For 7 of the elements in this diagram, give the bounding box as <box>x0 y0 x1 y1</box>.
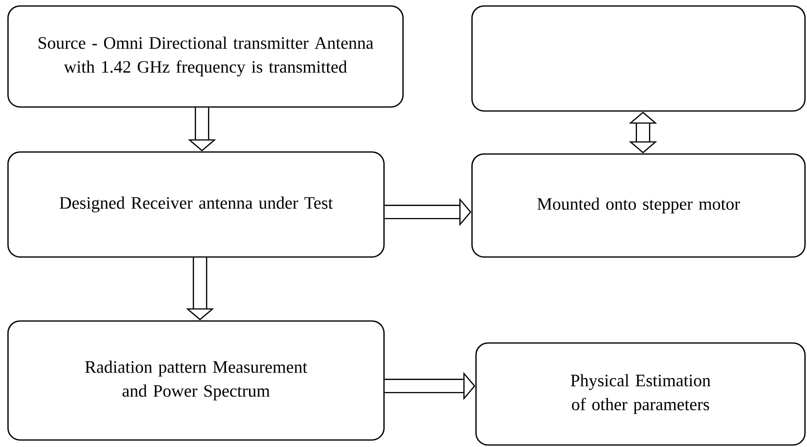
process-box: Mounted onto stepper motor <box>471 153 806 258</box>
arrow <box>628 112 658 154</box>
process-box: Radiation pattern Measurement and Power Spectrum <box>7 320 385 441</box>
process-box: Physical Estimation of other parameters <box>475 342 806 446</box>
empty-box <box>471 5 806 112</box>
process-box: Source - Omni Directional transmitter Antenna with 1.42 GHz frequency is transmitted <box>7 5 404 108</box>
process-box: Designed Receiver antenna under Test <box>7 151 385 258</box>
